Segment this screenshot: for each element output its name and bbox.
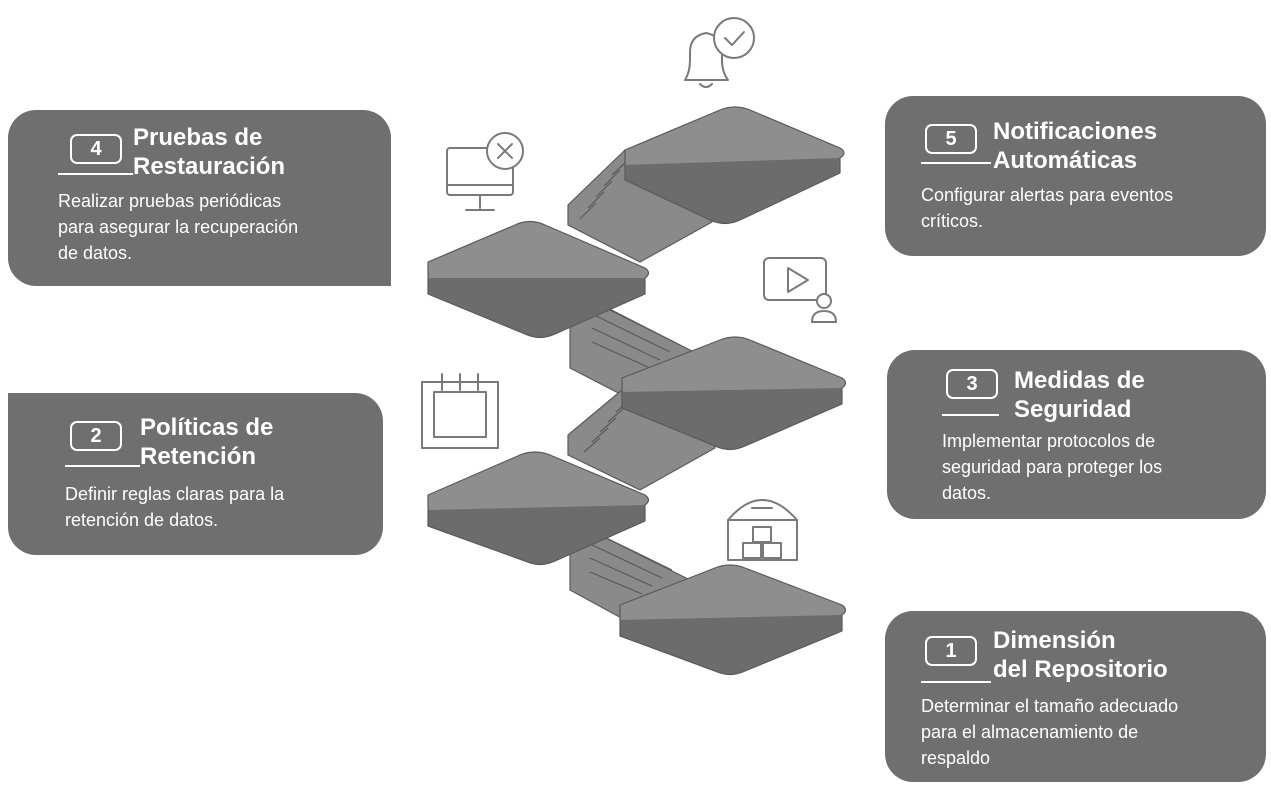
- step-card-5: 5 Notificaciones Automáticas Configurar …: [885, 96, 1266, 256]
- step-card-2: 2 Políticas de Retención Definir reglas …: [8, 393, 383, 555]
- title-underline: [65, 465, 140, 467]
- title-underline: [921, 162, 991, 164]
- bell-check-icon: [684, 17, 755, 88]
- calendar-icon: [421, 373, 499, 449]
- warehouse-icon: [727, 499, 798, 561]
- monitor-error-icon: [446, 132, 524, 211]
- step-number-badge: 4: [70, 134, 122, 164]
- step-card-1: 1 Dimensión del Repositorio Determinar e…: [885, 611, 1266, 782]
- title-underline: [921, 681, 991, 683]
- step-card-3: 3 Medidas de Seguridad Implementar proto…: [887, 350, 1266, 519]
- step-number-badge: 5: [925, 124, 977, 154]
- step-title: Medidas de Seguridad: [1014, 367, 1145, 423]
- step-description: Realizar pruebas periódicas para asegura…: [58, 191, 299, 263]
- step-title: Dimensión del Repositorio: [993, 627, 1168, 683]
- step-title: Políticas de Retención: [140, 414, 274, 470]
- step-number-badge: 1: [925, 636, 977, 666]
- step-card-4: 4 Pruebas de Restauración Realizar prueb…: [8, 110, 391, 286]
- video-user-icon: [763, 257, 837, 323]
- step-description: Definir reglas claras para la retención …: [65, 484, 285, 530]
- step-number-badge: 3: [946, 369, 998, 399]
- step-title: Notificaciones Automáticas: [993, 118, 1158, 174]
- title-underline: [58, 173, 133, 175]
- step-description: Implementar protocolos de seguridad para…: [942, 431, 1163, 503]
- title-underline: [942, 414, 999, 416]
- step-description: Determinar el tamaño adecuado para el al…: [921, 696, 1179, 768]
- step-number-badge: 2: [70, 421, 122, 451]
- step-description: Configurar alertas para eventos críticos…: [921, 185, 1174, 231]
- step-title: Pruebas de Restauración: [133, 124, 286, 180]
